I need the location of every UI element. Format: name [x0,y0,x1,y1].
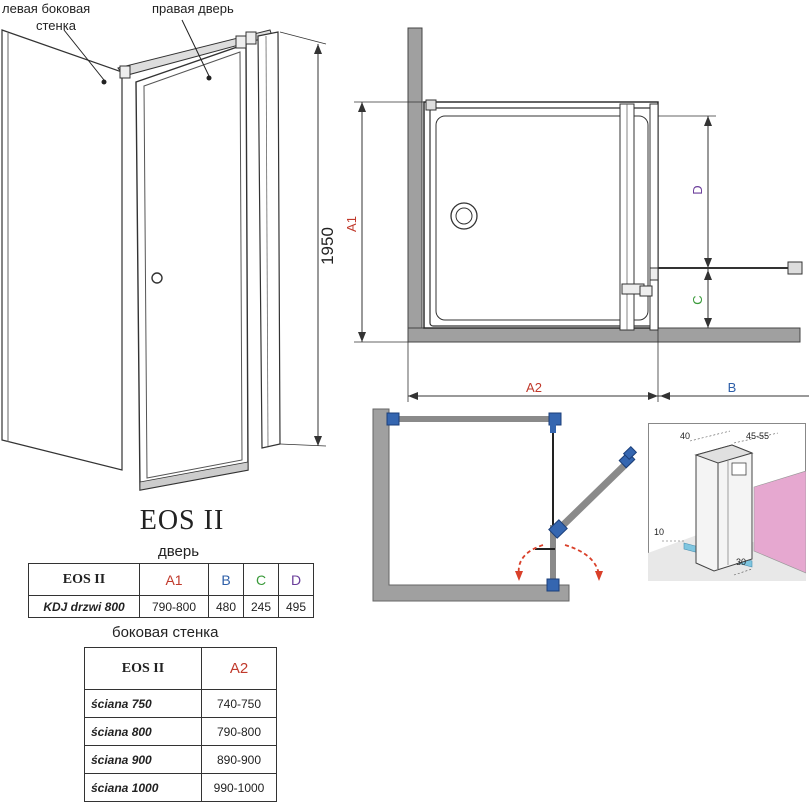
corner-profile [425,99,437,111]
wall-spec-table: EOS II A2 ściana 750 740-750 ściana 800 … [84,647,277,802]
table-row: ściana 1000 990-1000 [84,773,277,802]
wall-a2-cell: 890-900 [201,745,277,774]
blue-profile [546,578,560,592]
door-table-header-model: EOS II [28,563,140,596]
door-d-cell: 495 [278,595,314,618]
wall-table-header-a2: A2 [201,647,277,690]
B-label: B [728,380,737,395]
wall-a2-cell: 740-750 [201,689,277,718]
swing-arrow-right [564,544,600,576]
C-label: C [690,295,705,304]
open-door [554,456,634,534]
table-row: KDJ drzwi 800 790-800 480 245 495 [28,595,314,618]
door-inner-frame [143,51,243,479]
left-wall-panel [1,29,123,471]
perspective-view: 1950 левая боковая стенка правая дверь [1,1,337,491]
wall-tile-pink [753,470,806,574]
blue-hinge [548,519,568,539]
hinge-block [119,65,131,79]
wall-a2-cell: 990-1000 [201,773,277,802]
product-title: EOS II [139,505,225,536]
door-table-header-d: D [278,563,314,596]
swing-schematic [372,408,638,602]
right-door-leader [181,19,210,77]
wall-a2-cell: 790-800 [201,717,277,746]
door-table-caption: дверь [158,543,200,560]
plan-view: A1 D C A2 B [344,27,809,402]
wall-table-caption: боковая стенка [112,624,219,641]
blue-profile [386,412,400,426]
door-spec-table: EOS II A1 B C D KDJ drzwi 800 790-800 48… [28,563,314,618]
wall-model-cell: ściana 1000 [84,773,202,802]
detail-10-label: 10 [654,527,664,537]
left-wall-block [407,27,423,343]
door-handle [787,261,803,275]
wall-table-header-model: EOS II [84,647,202,690]
door-knob [151,272,163,284]
wall-model-cell: ściana 900 [84,745,202,774]
bottom-wall-block [407,327,801,343]
door-model-cell: KDJ drzwi 800 [28,595,140,618]
right-door-label: правая дверь [152,1,234,16]
A2-label: A2 [526,380,542,395]
table-row: ściana 750 740-750 [84,689,277,718]
door-c-cell: 245 [243,595,279,618]
detail-30-label: 30 [736,557,746,567]
detail-45-55-label: 45-55 [746,431,769,441]
door-table-header-c: C [243,563,279,596]
left-wall-label-line2: стенка [36,18,77,33]
table-row: ściana 900 890-900 [84,745,277,774]
hinge-block [235,35,247,49]
wall-model-cell: ściana 750 [84,689,202,718]
hinge-block [245,31,257,45]
profile-detail: 40 45-55 10 30 [648,423,806,581]
detail-40-label: 40 [680,431,690,441]
wall-profile-right [257,31,281,449]
wall-model-cell: ściana 800 [84,717,202,746]
door-bottom-seal [139,461,249,491]
height-label: 1950 [318,227,337,265]
room-wall [372,408,570,602]
shower-tray-inner [435,115,649,321]
left-wall-label-line1: левая боковая [2,1,90,16]
door-table-header-a1: A1 [139,563,209,596]
door-b-cell: 480 [208,595,244,618]
table-row: ściana 800 790-800 [84,717,277,746]
left-wall-leader [63,29,105,81]
A1-label: A1 [344,216,359,232]
D-label: D [690,185,705,194]
door-panel [135,43,249,491]
door-a1-cell: 790-800 [139,595,209,618]
door-table-header-b: B [208,563,244,596]
